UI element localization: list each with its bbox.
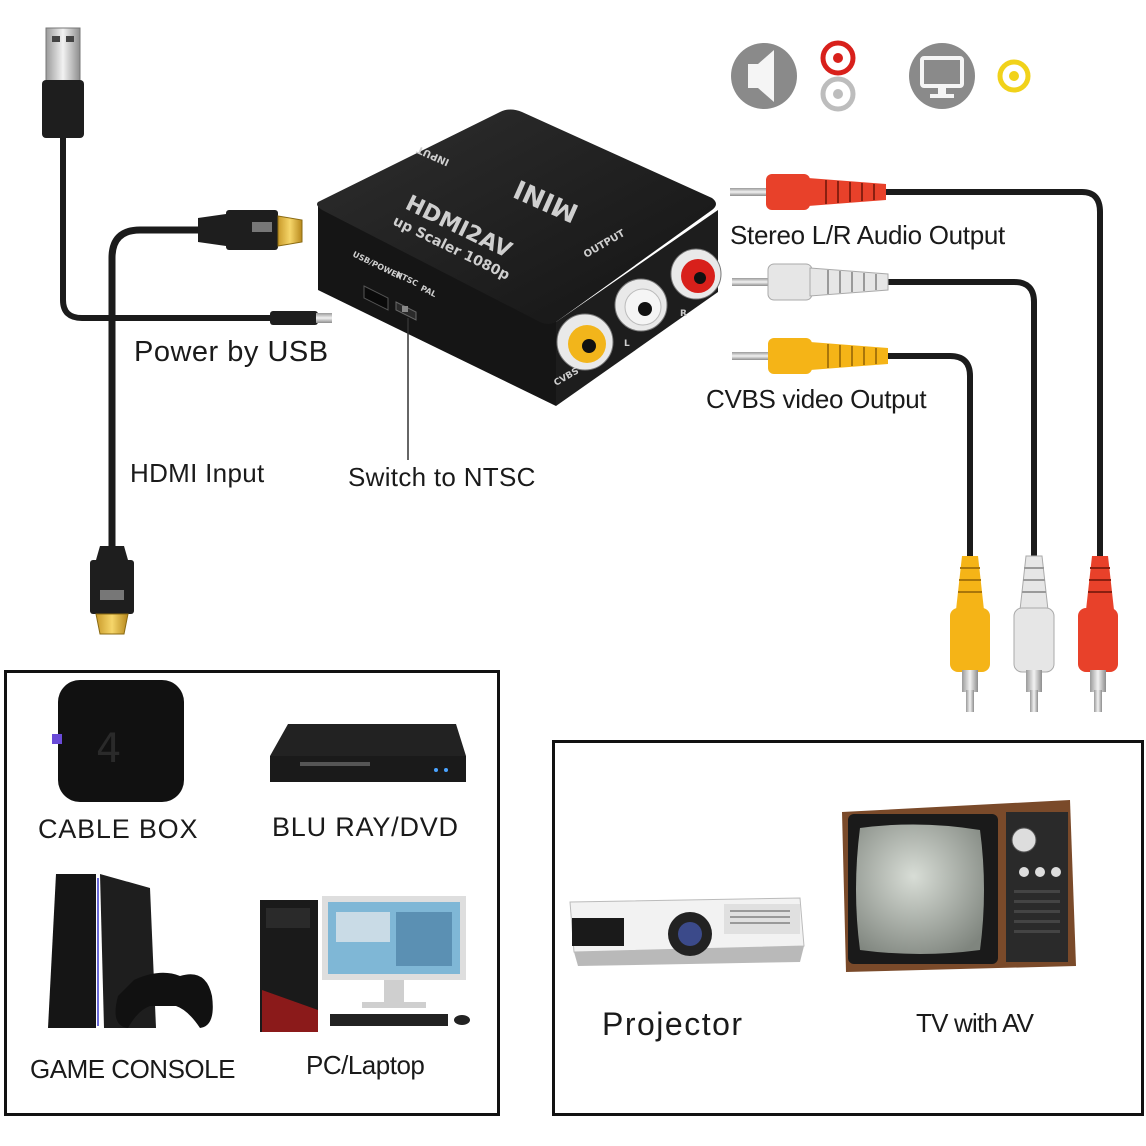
- usb-port: [363, 285, 389, 311]
- usb-a-connector: [45, 27, 81, 83]
- l-jack-text: L: [624, 339, 630, 349]
- tv-label: TV with AV: [916, 1008, 1034, 1038]
- bluray-label: BLU RAY/DVD: [272, 812, 459, 842]
- cvbs-jack: [556, 313, 614, 371]
- cable-box-label: CABLE BOX: [38, 814, 199, 844]
- bluray-player-image: [270, 724, 466, 782]
- red-rca-plug-horizontal: [730, 174, 886, 210]
- game-console-label: GAME CONSOLE: [30, 1054, 235, 1084]
- yellow-rca-plug-vertical: [950, 556, 990, 712]
- r-jack: [670, 248, 722, 300]
- pc-laptop-label: PC/Laptop: [306, 1050, 425, 1080]
- cable-box-image: 4: [52, 680, 184, 802]
- monitor-icon: [909, 43, 975, 109]
- l-jack: [614, 278, 668, 332]
- video-jack-icon: [997, 59, 1031, 93]
- audio-output-label: Stereo L/R Audio Output: [730, 220, 1005, 250]
- power-by-usb-label: Power by USB: [134, 336, 329, 368]
- pc-laptop-image: [260, 896, 470, 1032]
- tv-image: [842, 800, 1076, 972]
- white-rca-plug-horizontal: [732, 263, 889, 301]
- audio-jack-icon: [820, 40, 856, 112]
- hdmi2av-converter: MINI HDMI2AV up Scaler 1080p INPUT OUTPU…: [317, 109, 722, 460]
- red-rca-plug-vertical: [1078, 556, 1118, 712]
- white-rca-plug-vertical: [1013, 555, 1055, 712]
- rca-cables: [730, 174, 1118, 712]
- output-devices-box: [552, 740, 1144, 1116]
- yellow-rca-plug-horizontal: [732, 338, 888, 374]
- svg-text:4: 4: [96, 726, 121, 772]
- hdmi-input-label: HDMI Input: [130, 458, 265, 488]
- hdmi-plug-bottom: [90, 560, 134, 614]
- video-output-label: CVBS video Output: [706, 384, 927, 414]
- hdmi-cable: [90, 210, 303, 635]
- input-devices-box: [4, 670, 500, 1116]
- usb-cable: [42, 27, 332, 325]
- projector-image: [569, 897, 805, 966]
- r-jack-text: R: [680, 309, 687, 319]
- speaker-icon: [731, 43, 797, 109]
- game-console-image: [48, 874, 213, 1028]
- usb-plug-housing: [42, 80, 84, 138]
- projector-label: Projector: [602, 1006, 744, 1042]
- switch-ntsc-label: Switch to NTSC: [348, 462, 536, 492]
